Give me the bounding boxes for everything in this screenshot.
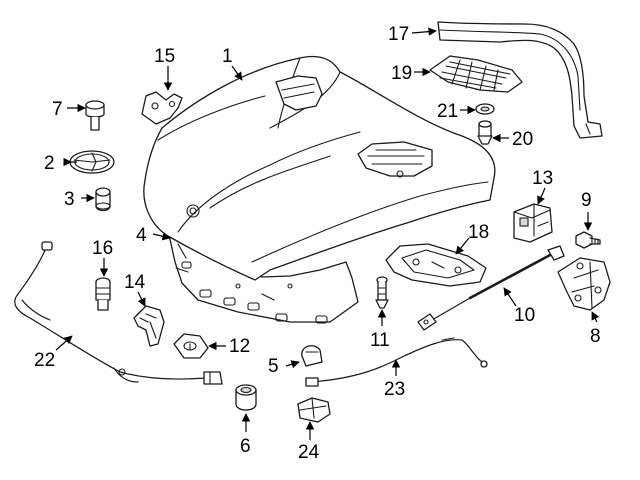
vent-grille bbox=[429, 55, 523, 93]
callout-19: 19 bbox=[391, 63, 412, 84]
cable-holder bbox=[297, 397, 331, 423]
hood-hinge bbox=[557, 257, 611, 311]
callout-4: 4 bbox=[136, 225, 147, 246]
washer bbox=[475, 103, 495, 115]
callout-5: 5 bbox=[268, 356, 279, 377]
callout-2: 2 bbox=[44, 153, 55, 174]
hinge-bolt bbox=[575, 231, 601, 249]
hinge-bracket bbox=[141, 91, 183, 125]
release-handle bbox=[133, 305, 165, 347]
latch-panel bbox=[385, 243, 487, 287]
callout-21: 21 bbox=[437, 101, 458, 122]
callout-9: 9 bbox=[581, 190, 592, 211]
grommet bbox=[95, 187, 111, 212]
callout-24: 24 bbox=[298, 442, 320, 463]
callout-22: 22 bbox=[34, 350, 55, 371]
callout-14: 14 bbox=[124, 272, 146, 293]
callout-labels: 1 2 3 4 5 6 7 8 9 10 11 12 13 14 15 16 1… bbox=[34, 24, 601, 463]
insulation-pad bbox=[167, 229, 359, 324]
cable-clip bbox=[301, 345, 323, 367]
rubber-buffer bbox=[235, 384, 257, 411]
lock-bracket bbox=[513, 203, 553, 243]
callout-12: 12 bbox=[229, 336, 250, 357]
callout-1: 1 bbox=[222, 46, 233, 67]
callout-10: 10 bbox=[514, 305, 535, 326]
secondary-cable bbox=[305, 337, 488, 387]
latch-pin bbox=[375, 276, 389, 309]
callout-6: 6 bbox=[240, 436, 251, 457]
weatherstrip-seal bbox=[437, 21, 603, 139]
adjustable-stop bbox=[95, 277, 111, 311]
callout-23: 23 bbox=[384, 379, 405, 400]
callout-11: 11 bbox=[370, 330, 390, 351]
release-cable bbox=[14, 241, 223, 385]
handle-bezel bbox=[173, 333, 209, 359]
hood-panel bbox=[143, 55, 496, 281]
push-clip bbox=[477, 120, 493, 145]
callout-20: 20 bbox=[512, 129, 533, 150]
callout-7: 7 bbox=[52, 99, 63, 120]
callout-18: 18 bbox=[468, 222, 489, 243]
callout-15: 15 bbox=[154, 46, 175, 67]
callout-8: 8 bbox=[590, 326, 601, 347]
callout-17: 17 bbox=[388, 24, 409, 45]
leader-lines bbox=[55, 27, 600, 440]
gas-strut bbox=[417, 245, 565, 331]
callout-16: 16 bbox=[92, 238, 113, 259]
callout-13: 13 bbox=[532, 168, 553, 189]
bump-stop bbox=[85, 100, 105, 131]
callout-3: 3 bbox=[64, 189, 75, 210]
